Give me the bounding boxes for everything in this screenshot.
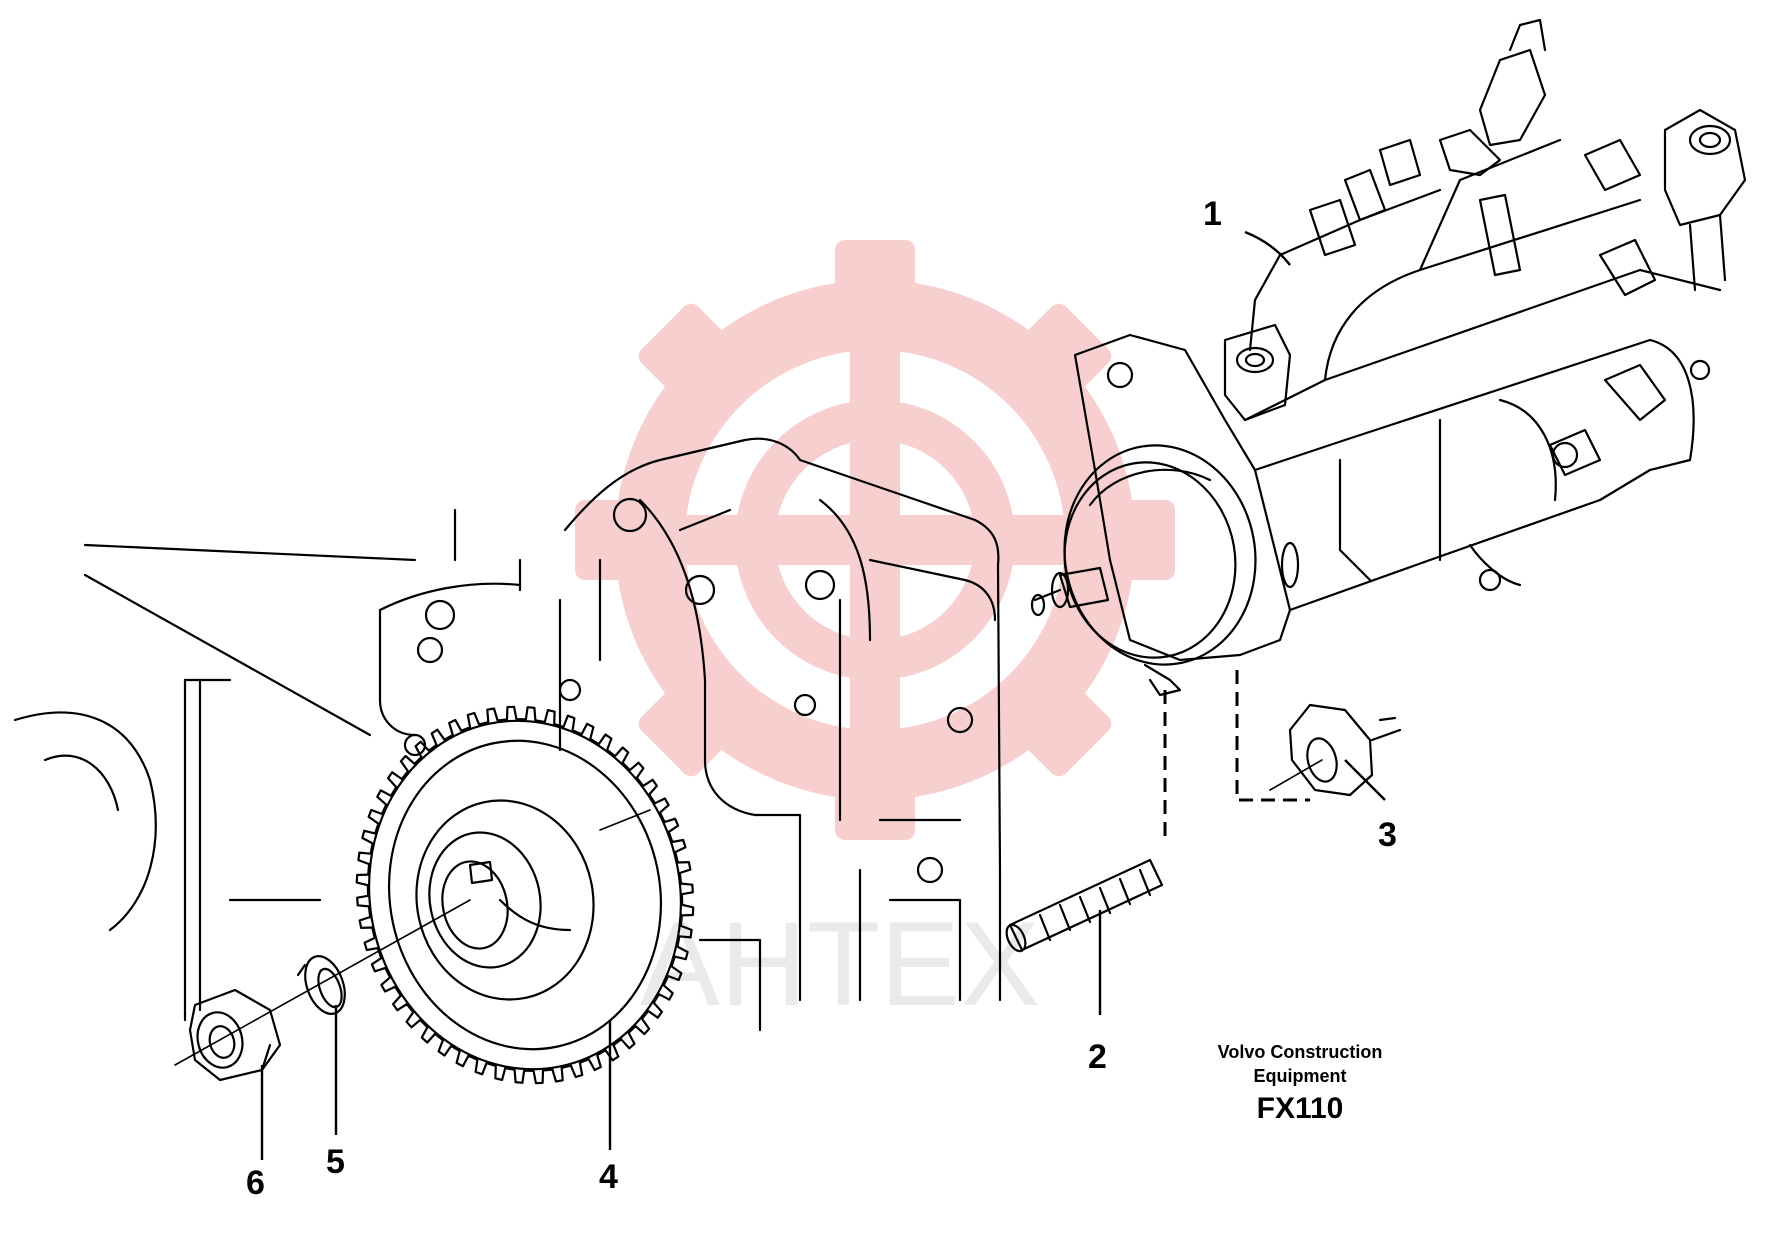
housing-bolt-holes [403, 497, 974, 884]
callout-1: 1 [1203, 195, 1222, 233]
drive-gear [355, 705, 695, 1085]
caption-brand-line1: Volvo Construction [1217, 1042, 1383, 1062]
alignment-dash-nut [1235, 670, 1310, 802]
leader-lines [260, 230, 1386, 1160]
assembly-axis [174, 899, 471, 1066]
diagram-caption: Volvo Construction Equipment FX110 [1180, 1040, 1420, 1126]
callout-6: 6 [246, 1164, 265, 1202]
engine-timing-housing [13, 437, 1002, 1032]
callout-4: 4 [599, 1158, 618, 1196]
watermark-text: AHTEX [640, 897, 1040, 1031]
caption-model-code: FX110 [1256, 1092, 1344, 1125]
lock-washer [296, 955, 346, 1015]
callout-2: 2 [1088, 1038, 1107, 1076]
hex-nut [188, 988, 282, 1082]
flange-nut [1288, 703, 1402, 797]
watermark-gear-logo [575, 240, 1175, 840]
fuel-injection-pump [1030, 18, 1747, 697]
stud-bolt [1005, 858, 1164, 953]
callout-5: 5 [326, 1143, 345, 1181]
gear-teeth-outline [355, 705, 695, 1085]
caption-brand-line2: Equipment [1253, 1066, 1347, 1086]
callout-3: 3 [1378, 816, 1397, 854]
nut-axis-line [1269, 759, 1323, 791]
